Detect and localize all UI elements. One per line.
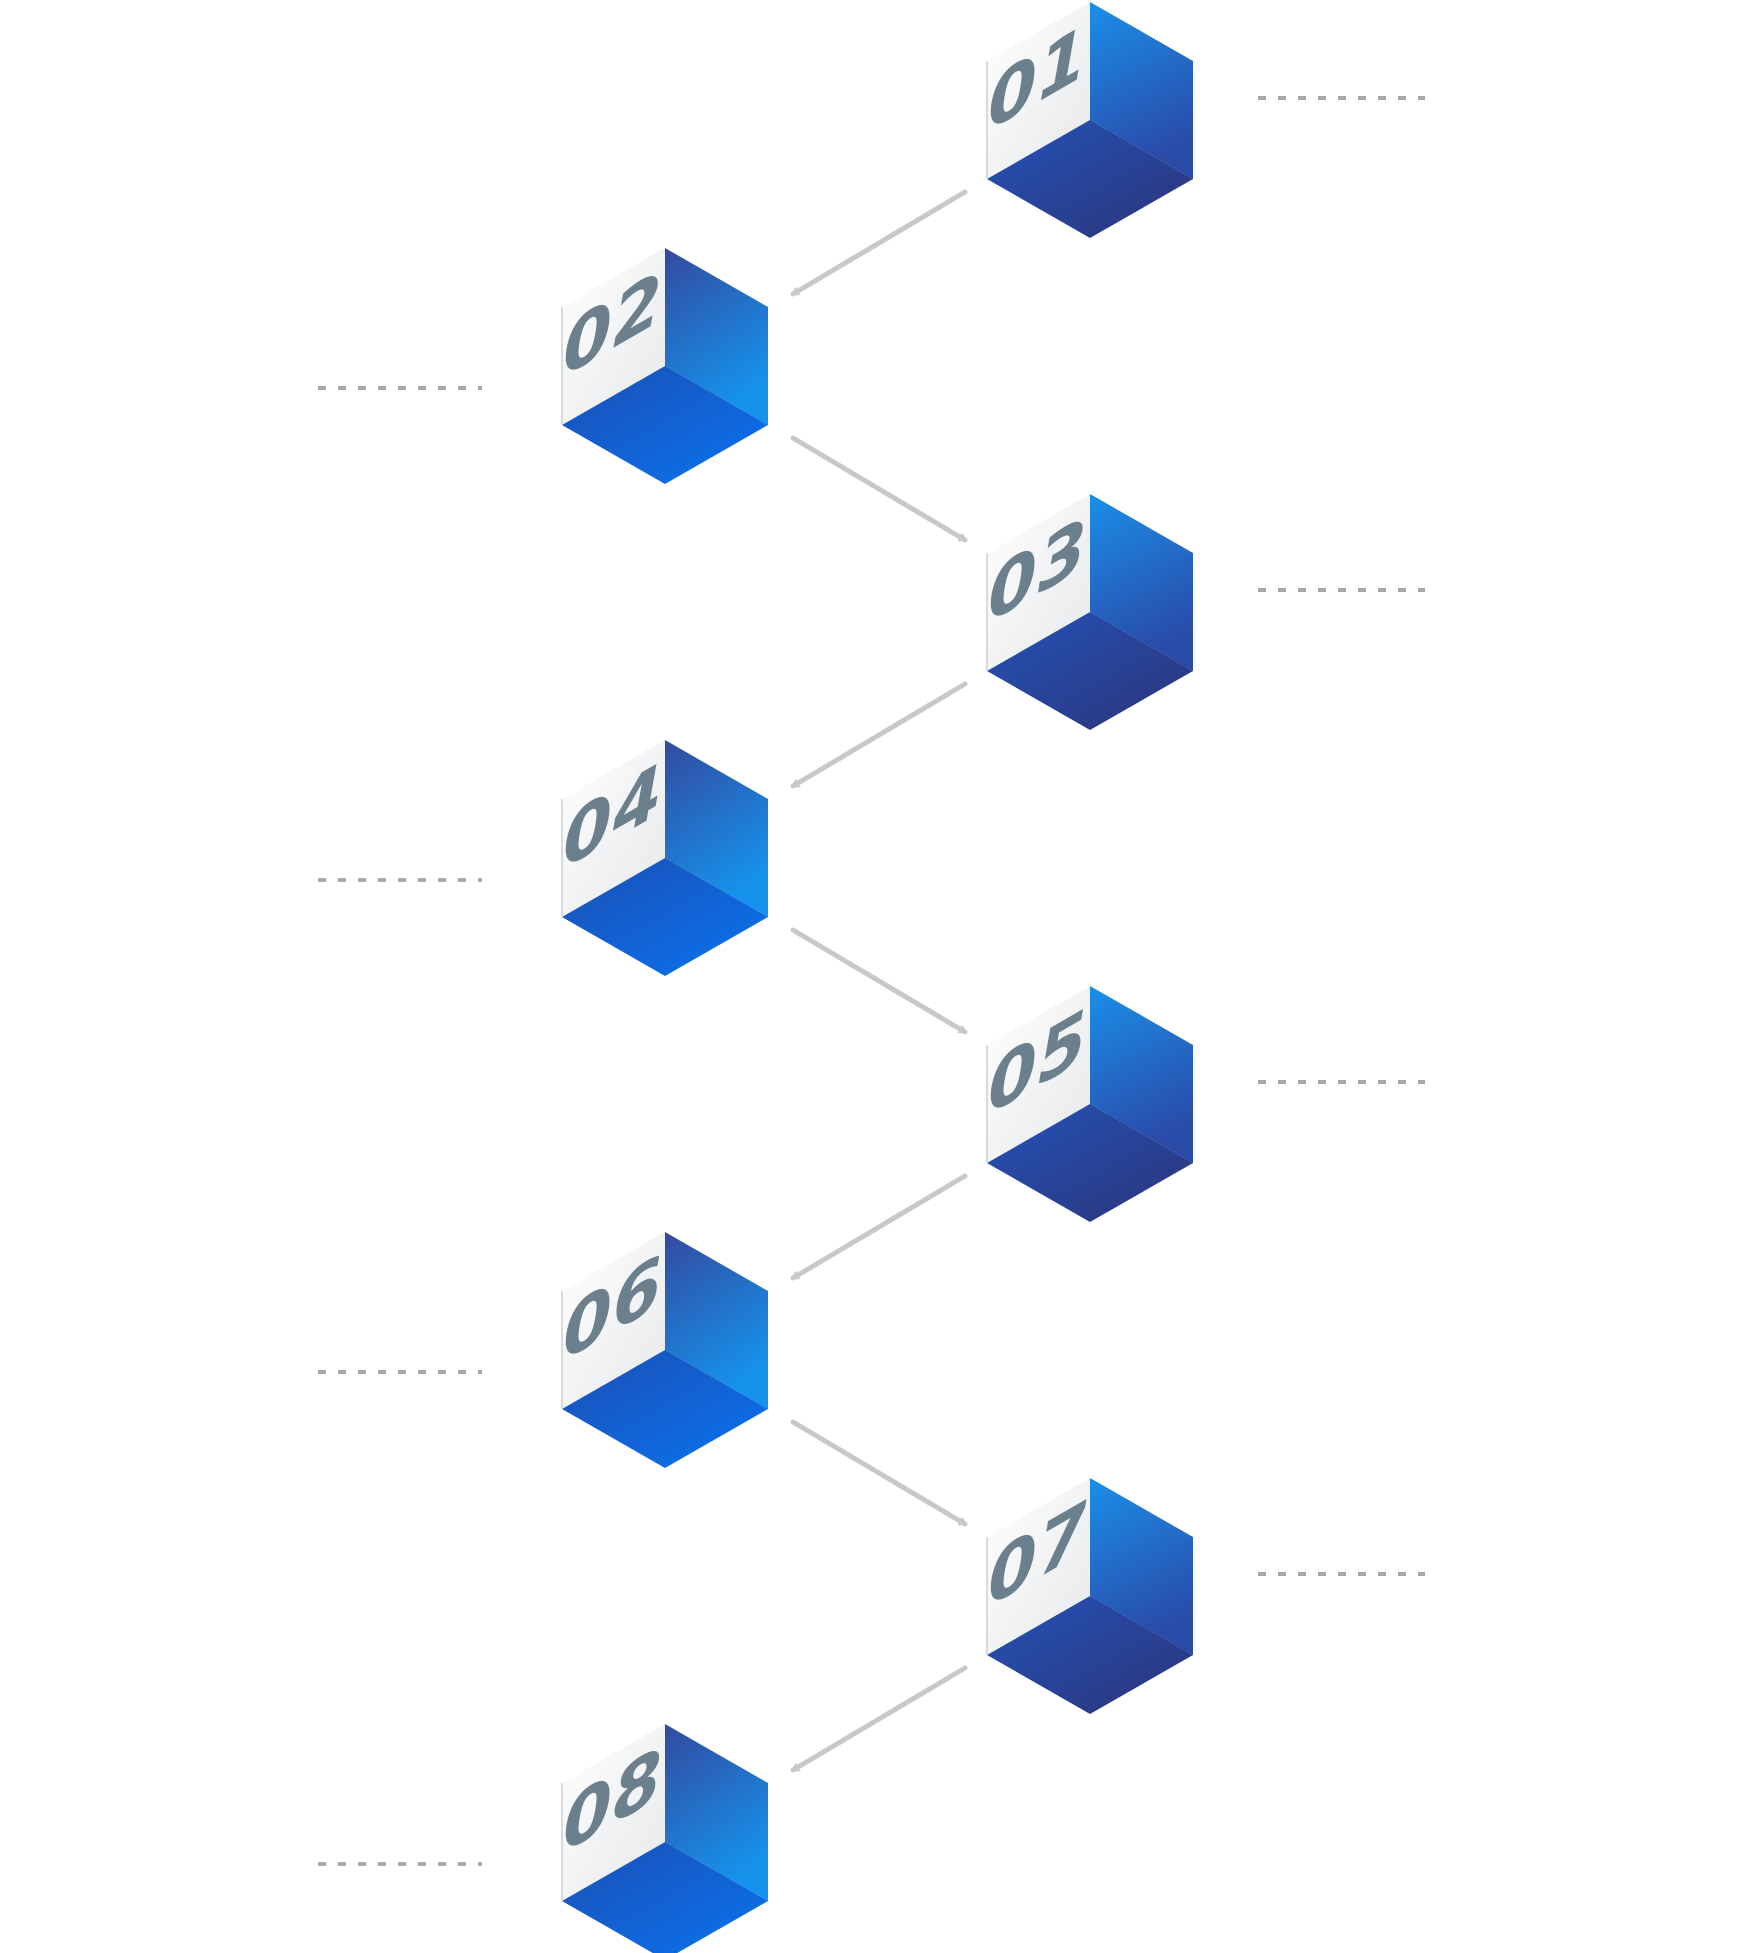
cube-bottom-face: [987, 1596, 1193, 1714]
step-cube-06: 06: [561, 1232, 768, 1468]
arrow-02-to-03: [790, 435, 968, 543]
step-cube-07: 07: [986, 1478, 1193, 1714]
step-cube-08: 08: [561, 1724, 768, 1953]
arrow-01-to-02: [790, 189, 968, 297]
cube-bottom-face: [987, 120, 1193, 238]
arrow-05-to-06: [790, 1173, 968, 1281]
cube-bottom-face: [987, 1104, 1193, 1222]
cube-bottom-face: [562, 1350, 768, 1468]
step-cube-01: 01: [986, 2, 1193, 238]
cube-bottom-face: [987, 612, 1193, 730]
arrow-06-to-07: [790, 1419, 968, 1527]
step-cube-03: 03: [986, 494, 1193, 730]
arrow-04-to-05: [790, 927, 968, 1035]
step-cube-04: 04: [561, 740, 768, 976]
arrow-03-to-04: [790, 681, 968, 789]
placeholder-lines: [318, 96, 1425, 1866]
step-cube-02: 02: [561, 248, 768, 484]
step-cube-05: 05: [986, 986, 1193, 1222]
cube-bottom-face: [562, 858, 768, 976]
arrow-07-to-08: [790, 1665, 968, 1773]
connector-arrows: [790, 189, 968, 1773]
cube-bottom-face: [562, 1842, 768, 1953]
cube-bottom-face: [562, 366, 768, 484]
